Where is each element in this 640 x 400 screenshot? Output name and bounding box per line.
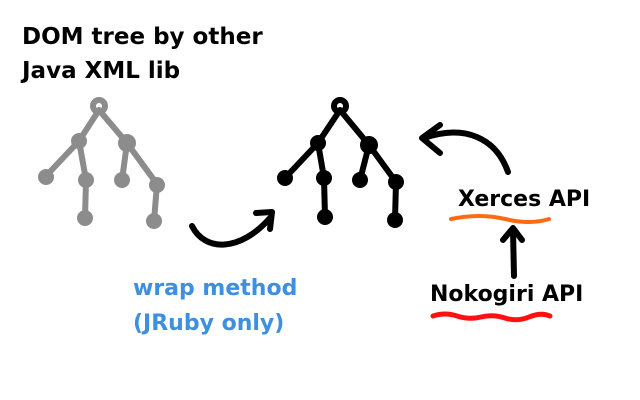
nokogiri-underline — [430, 311, 553, 323]
title-line-1: DOM tree by other — [22, 24, 263, 50]
wrap-arrow — [189, 209, 275, 248]
jruby-only-label: (JRuby only) — [133, 311, 285, 336]
wrap-method-label: wrap method — [133, 276, 298, 301]
xerces-api-label: Xerces API — [458, 187, 591, 212]
xerces-to-tree-arrow — [419, 122, 511, 175]
title-line-2: Java XML lib — [22, 58, 181, 84]
nokogiri-api-label: Nokogiri API — [430, 282, 584, 307]
wrapped-dom-tree — [277, 97, 404, 228]
nokogiri-to-xerces-arrow — [500, 225, 525, 279]
xerces-underline — [449, 214, 551, 224]
source-dom-tree — [38, 97, 165, 229]
